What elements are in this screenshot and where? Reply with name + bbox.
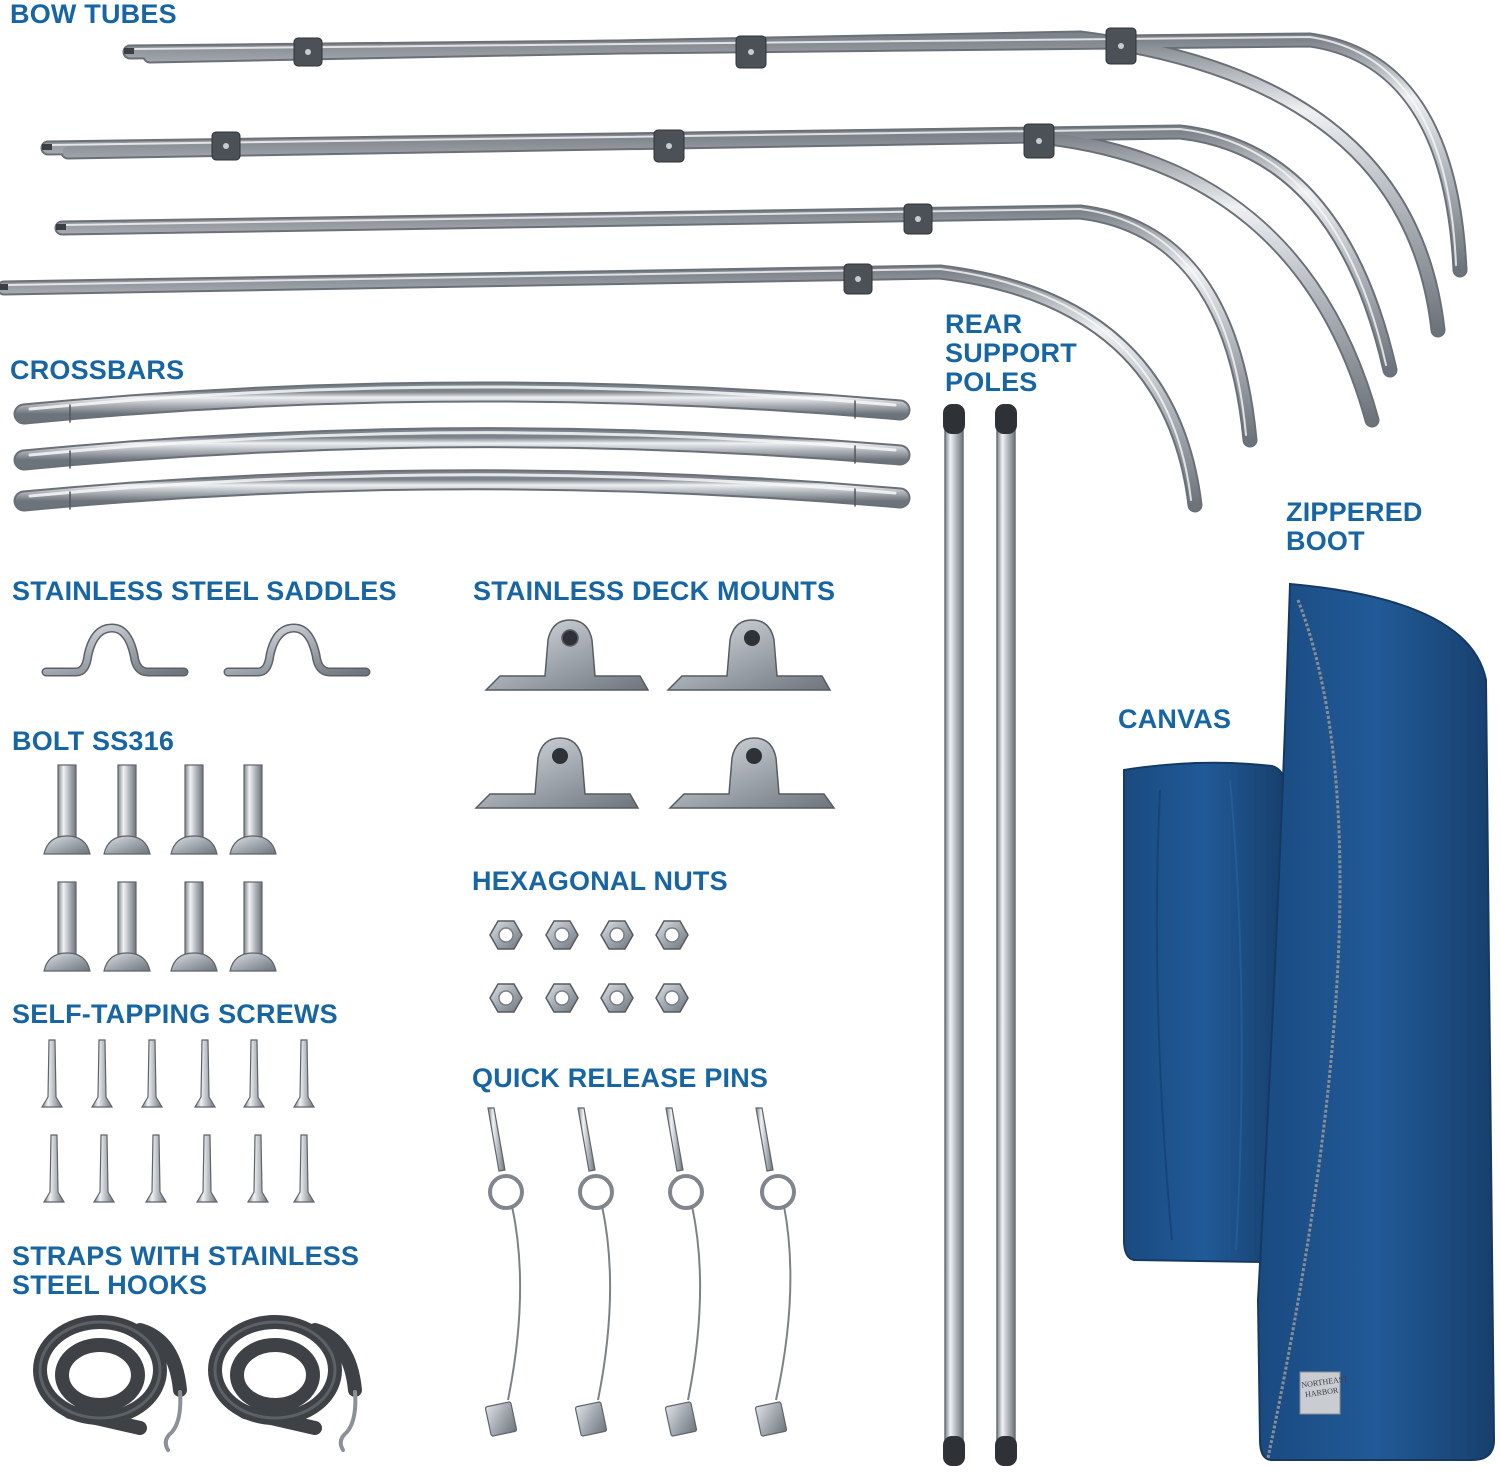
label-rear-support-poles-line-1: REAR: [945, 309, 1023, 339]
label-quick-release-pins: QUICK RELEASE PINS: [472, 1063, 769, 1093]
label-rear-support-poles-line-3: POLES: [945, 367, 1038, 397]
label-self-tapping-screws: SELF-TAPPING SCREWS: [12, 999, 338, 1029]
label-bow-tubes: BOW TUBES: [10, 0, 177, 29]
label-rear-support-poles: REAR SUPPORT POLES: [945, 310, 1077, 397]
label-zippered-boot: ZIPPERED BOOT: [1286, 498, 1423, 556]
hexagonal-nut-holes: [498, 927, 680, 1006]
label-zippered-boot-line-1: ZIPPERED: [1286, 497, 1423, 527]
label-stainless-steel-saddles: STAINLESS STEEL SADDLES: [12, 576, 397, 606]
canvas-fabric: [1123, 761, 1286, 1264]
label-crossbars: CROSSBARS: [10, 355, 185, 385]
bolts-ss316: [43, 764, 277, 972]
label-straps-line-1: STRAPS WITH STAINLESS: [12, 1241, 360, 1271]
rear-support-poles: [943, 404, 1017, 1466]
label-zippered-boot-line-2: BOOT: [1286, 526, 1365, 556]
zippered-boot: [1256, 582, 1496, 1461]
label-stainless-deck-mounts: STAINLESS DECK MOUNTS: [473, 576, 836, 606]
hexagonal-nuts: [489, 920, 689, 1013]
straps-with-hooks: [33, 1315, 362, 1452]
self-tapping-screws: [40, 1039, 316, 1203]
label-bolt-ss316: BOLT SS316: [12, 726, 175, 756]
stainless-steel-saddles: [41, 623, 371, 677]
crossbars: [13, 381, 911, 512]
label-straps-line-2: STEEL HOOKS: [12, 1270, 208, 1300]
stainless-deck-mounts: [474, 619, 836, 809]
quick-release-pins: [484, 1107, 796, 1437]
bow-tubes: [0, 27, 1468, 513]
label-straps-with-stainless-steel-hooks: STRAPS WITH STAINLESS STEEL HOOKS: [12, 1242, 359, 1300]
label-rear-support-poles-line-2: SUPPORT: [945, 338, 1077, 368]
label-canvas: CANVAS: [1118, 704, 1232, 734]
label-hexagonal-nuts: HEXAGONAL NUTS: [472, 866, 728, 896]
